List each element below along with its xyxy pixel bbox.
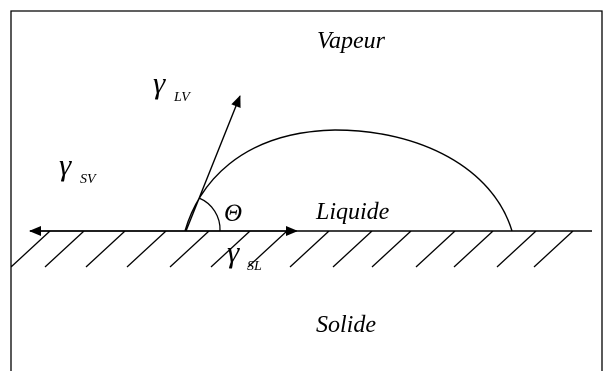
solide-label: Solide xyxy=(316,312,376,338)
svg-text:LV: LV xyxy=(173,90,191,105)
gamma-lv-label: γ LV xyxy=(153,65,191,105)
svg-text:SL: SL xyxy=(247,259,262,274)
frame-border xyxy=(10,10,603,371)
liquide-label: Liquide xyxy=(315,199,390,225)
svg-text:γ: γ xyxy=(153,65,166,100)
gamma-sl-label: γ SL xyxy=(227,234,262,274)
gamma-lv-arrow xyxy=(185,95,241,232)
theta-label: Θ xyxy=(224,200,242,227)
svg-text:SV: SV xyxy=(80,172,97,187)
contact-angle-arc xyxy=(198,197,221,232)
svg-text:γ: γ xyxy=(227,234,240,269)
vapeur-label: Vapeur xyxy=(317,28,386,54)
svg-text:γ: γ xyxy=(59,147,72,182)
liquid-droplet xyxy=(184,129,513,232)
gamma-sv-label: γ SV xyxy=(59,147,97,187)
solid-hatching xyxy=(10,230,574,268)
